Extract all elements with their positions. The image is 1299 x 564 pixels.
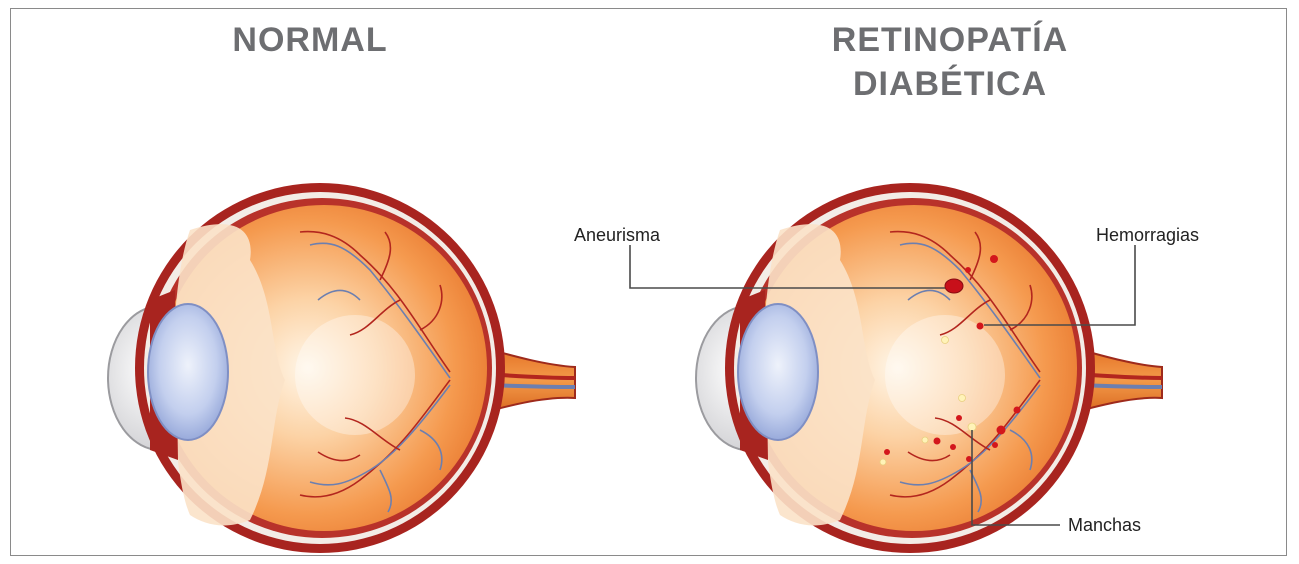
hemorrhage-dot: [1014, 407, 1021, 414]
label-aneurysm: Aneurisma: [574, 224, 660, 246]
hemorrhage-dot: [977, 323, 984, 330]
aneurysm-mark: [945, 279, 963, 293]
exudate-dot: [968, 423, 976, 431]
label-spots: Manchas: [1068, 514, 1141, 536]
hemorrhage-dot: [934, 438, 941, 445]
hemorrhage-dot: [990, 255, 998, 263]
normal-eye: [108, 183, 575, 553]
lens: [148, 304, 228, 440]
hemorrhage-dot: [884, 449, 890, 455]
hemorrhage-dot: [950, 444, 956, 450]
retinopathy-eye: [630, 183, 1162, 553]
label-hemorrhages: Hemorragias: [1096, 224, 1199, 246]
exudate-dot: [959, 395, 966, 402]
hemorrhage-dot: [997, 426, 1006, 435]
exudate-dot: [922, 437, 928, 443]
hemorrhage-dot: [956, 415, 962, 421]
lens: [738, 304, 818, 440]
exudate-dot: [880, 459, 886, 465]
hemorrhage-dot: [966, 456, 972, 462]
hemorrhage-dot: [992, 442, 998, 448]
hemorrhage-dot: [965, 267, 971, 273]
exudate-dot: [942, 337, 949, 344]
